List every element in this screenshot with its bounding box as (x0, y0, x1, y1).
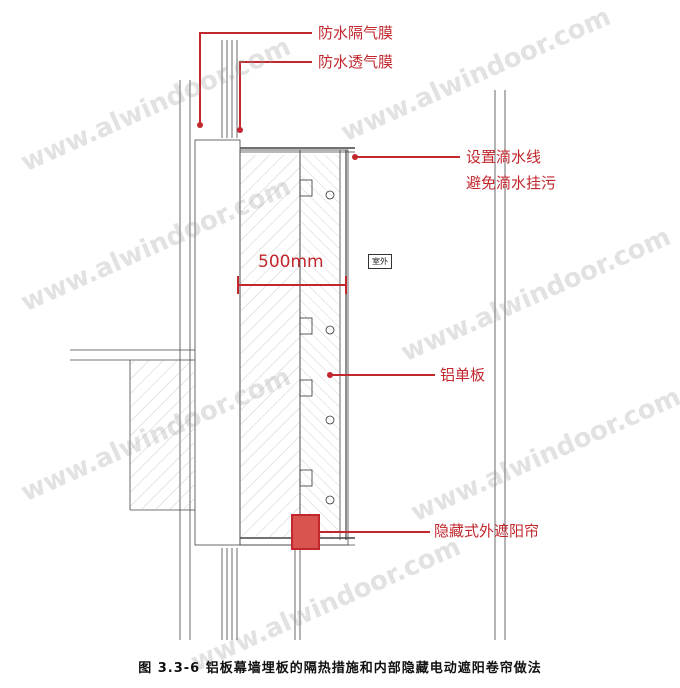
label-breathable-membrane: 防水透气膜 (318, 53, 394, 71)
label-aluminum-panel: 铝单板 (440, 366, 486, 384)
label-vapor-barrier: 防水隔气膜 (318, 24, 394, 42)
label-drip-line-note: 避免滴水挂污 (466, 174, 557, 192)
label-drip-line: 设置滴水线 (466, 148, 542, 166)
figure-caption: 图 3.3-6 铝板幕墙埋板的隔热措施和内部隐藏电动遮阳卷帘做法 (138, 661, 542, 676)
shade-box (291, 514, 320, 550)
room-label-outdoor: 室外 (368, 254, 392, 269)
width-dimension: 500mm (258, 252, 324, 272)
label-hidden-shade: 隐藏式外遮阳帘 (434, 522, 540, 540)
